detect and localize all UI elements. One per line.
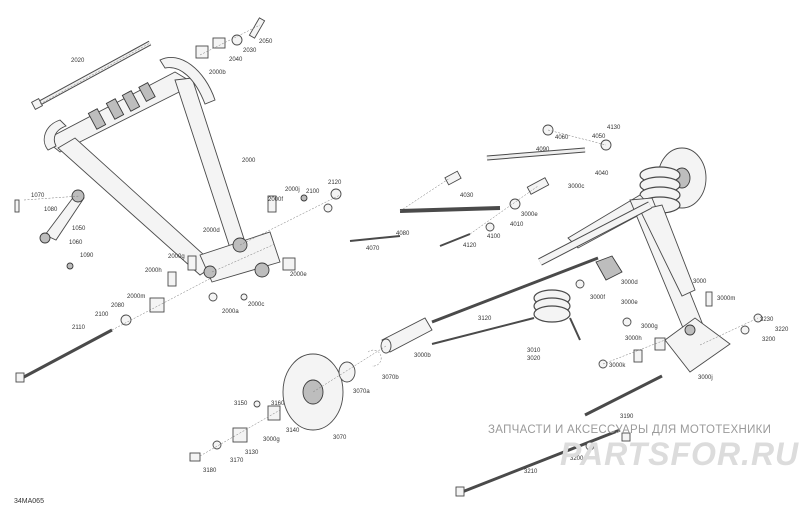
callout: 4040 [595, 171, 609, 177]
callout: 3000 [693, 279, 707, 285]
callout: 3220 [775, 327, 789, 333]
callout: 2100 [95, 312, 109, 318]
callout: 3000f [590, 295, 605, 301]
callout: 1050 [72, 226, 86, 232]
long-bolt-2110 [15, 328, 113, 383]
callout: 2100 [306, 189, 320, 195]
reference-code: 34MA065 [14, 498, 44, 505]
wheel-hardware [189, 400, 281, 462]
callout: 3000e [621, 300, 638, 306]
watermark-logo: PARTSFOR.RU [560, 436, 800, 472]
callout: 2000j [285, 187, 300, 193]
callout: 3210 [524, 469, 538, 475]
upper-linkage [349, 124, 612, 247]
callout: 3000h [625, 336, 642, 342]
callout: 3120 [478, 316, 492, 322]
rear-arm-assembly [538, 147, 763, 373]
callout: 2110 [72, 325, 86, 331]
callout: 3190 [620, 414, 634, 420]
callout: 2120 [328, 180, 342, 186]
callout: 3000b [414, 353, 431, 359]
callout: 4050 [592, 134, 606, 140]
top-hardware [195, 17, 266, 59]
callout: 3070a [353, 389, 370, 395]
idler-wheel [282, 349, 382, 431]
callout: 3070b [382, 375, 399, 381]
callout: 4130 [607, 125, 621, 131]
callout: 1070 [31, 193, 45, 199]
callout-labels: 2020 2050 2030 2040 2000b 2000 2000j 210… [31, 39, 789, 475]
callout: 4070 [366, 246, 380, 252]
callout: 2050 [259, 39, 273, 45]
callout: 4090 [536, 147, 550, 153]
callout: 2040 [229, 57, 243, 63]
callout: 4080 [396, 231, 410, 237]
callout: 3230 [760, 317, 774, 323]
callout: 3150 [234, 401, 248, 407]
callout: 3200 [570, 456, 584, 462]
callout: 4100 [487, 234, 501, 240]
bolt-3190 [584, 374, 663, 417]
torsion-spring [431, 289, 581, 345]
callout: 2030 [243, 48, 257, 54]
tube-3000b [380, 317, 433, 354]
callout: 4030 [460, 193, 474, 199]
callout: 3010 [527, 348, 541, 354]
callout: 3160 [271, 401, 285, 407]
shaft-3120 [431, 256, 599, 324]
callout: 1060 [69, 240, 83, 246]
front-arm-assembly [30, 40, 281, 283]
callout: 2000e [290, 272, 307, 278]
callout: 1090 [80, 253, 94, 259]
callout: 3000g [263, 437, 280, 443]
callout: 3000d [621, 280, 638, 286]
callout: 3130 [245, 450, 259, 456]
callout: 3000g [641, 324, 658, 330]
watermark-tagline: ЗАПЧАСТИ И АКСЕССУАРЫ ДЛЯ МОТОТЕХНИКИ [488, 424, 772, 436]
callout: 3000k [609, 363, 626, 369]
callout: 4120 [463, 243, 477, 249]
callout: 3180 [203, 468, 217, 474]
arm-bushings [120, 188, 342, 326]
callout: 2000b [209, 70, 226, 76]
callout: 2000f [268, 197, 283, 203]
callout: 2000m [127, 294, 145, 300]
callout: 2000 [242, 158, 256, 164]
callout: 2000c [248, 302, 264, 308]
callout: 3000c [568, 184, 584, 190]
callout: 3020 [527, 356, 541, 362]
callout: 2000d [203, 228, 220, 234]
callout: 3170 [230, 458, 244, 464]
callout: 3000m [717, 296, 735, 302]
callout: 4010 [510, 222, 524, 228]
callout: 2020 [71, 58, 85, 64]
leader-lines [23, 24, 759, 457]
bolt-3210 [461, 428, 621, 494]
callout: 2080 [111, 303, 125, 309]
callout: 2000a [222, 309, 239, 315]
callout: 2000g [168, 254, 185, 260]
callout: 3070 [333, 435, 347, 441]
callout: 1080 [44, 207, 58, 213]
callout: 4060 [555, 135, 569, 141]
callout: 3140 [286, 428, 300, 434]
callout: 3000j [698, 375, 713, 381]
callout: 3200 [762, 337, 776, 343]
callout: 2000h [145, 268, 162, 274]
callout: 3000e [521, 212, 538, 218]
